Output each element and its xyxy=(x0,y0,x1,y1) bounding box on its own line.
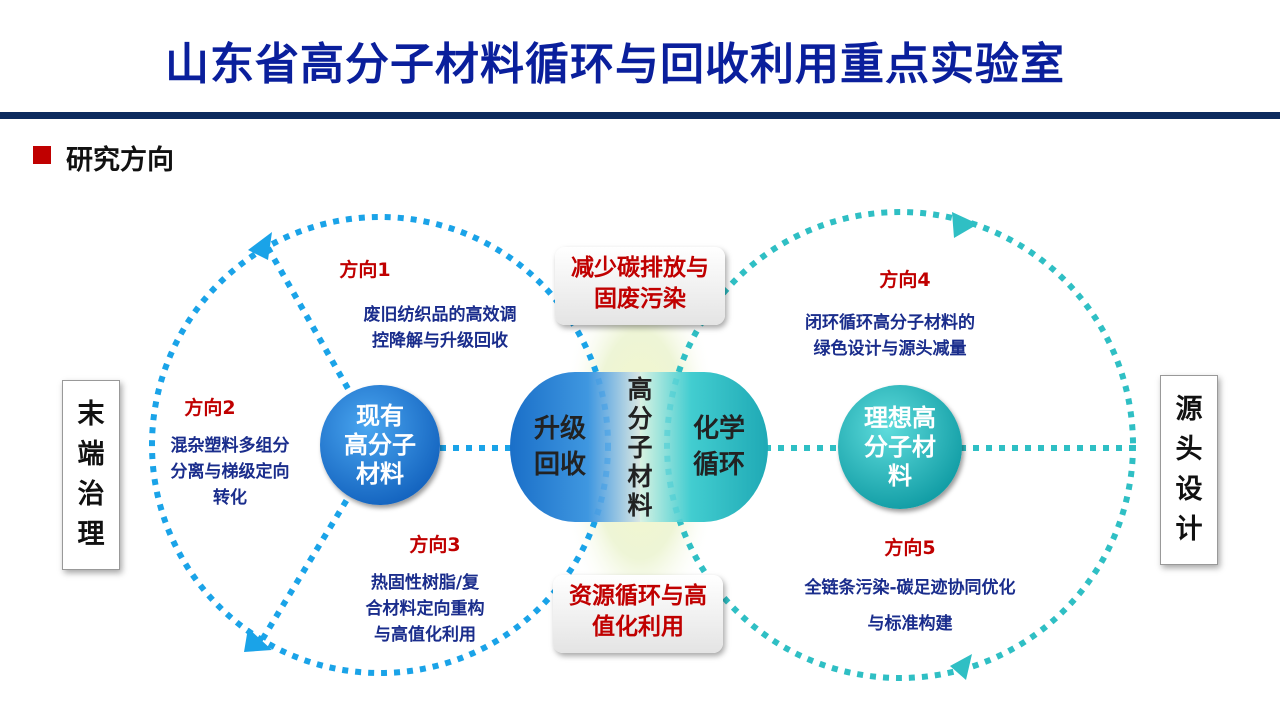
char: 材 xyxy=(627,462,653,491)
node-upgrade-recycling: 升级回收 xyxy=(510,372,640,522)
node-ideal-polymer: 理想高分子材料 xyxy=(838,385,962,509)
node-text: 材料 xyxy=(356,459,404,488)
node-text: 料 xyxy=(888,461,912,490)
desc-line: 转化 xyxy=(213,488,247,508)
center-polymer-label: 高分子材料 xyxy=(620,375,660,520)
desc-line: 与标准构建 xyxy=(867,614,953,634)
direction-5-label: 方向5 xyxy=(884,537,936,559)
desc-line: 废旧纺织品的高效调 xyxy=(363,305,517,325)
box-text: 固废污染 xyxy=(594,286,686,312)
direction-5-desc: 全链条污染-碳足迹协同优化与标准构建 xyxy=(770,570,1050,642)
end-governance-label: 末端治理 xyxy=(62,380,120,570)
char: 计 xyxy=(1175,514,1203,545)
box-text: 值化利用 xyxy=(592,614,684,640)
char: 子 xyxy=(627,433,653,462)
char: 设 xyxy=(1175,474,1203,505)
box-text: 减少碳排放与 xyxy=(571,255,709,281)
node-text: 理想高 xyxy=(864,403,936,432)
node-text: 现有 xyxy=(356,401,404,430)
direction-1-label: 方向1 xyxy=(339,259,391,281)
char: 高 xyxy=(627,375,653,404)
char: 治 xyxy=(77,479,105,510)
arrow-icon xyxy=(952,212,978,238)
node-existing-polymer: 现有高分子材料 xyxy=(320,385,440,505)
char: 料 xyxy=(627,491,653,520)
node-text: 高分子 xyxy=(344,430,416,459)
bullet-square-icon xyxy=(33,146,51,164)
direction-4-label: 方向4 xyxy=(879,269,931,291)
box-text: 资源循环与高 xyxy=(569,583,707,609)
desc-line: 与高值化利用 xyxy=(374,625,476,645)
direction-2-desc: 混杂塑料多组分分离与梯级定向转化 xyxy=(150,433,310,511)
direction-3-desc: 热固性树脂/复合材料定向重构与高值化利用 xyxy=(345,570,505,648)
direction-1-desc: 废旧纺织品的高效调控降解与升级回收 xyxy=(330,302,550,354)
char: 分 xyxy=(627,404,653,433)
desc-line: 混杂塑料多组分 xyxy=(170,436,290,456)
char: 头 xyxy=(1175,434,1203,465)
goal-resource-cycle: 资源循环与高值化利用 xyxy=(553,575,723,653)
node-text: 回收 xyxy=(533,450,586,480)
char: 理 xyxy=(77,519,105,550)
title-divider xyxy=(0,112,1280,119)
node-text: 化学 xyxy=(692,414,745,444)
direction-4-desc: 闭环循环高分子材料的绿色设计与源头减量 xyxy=(770,310,1010,362)
section-heading: 研究方向 xyxy=(66,145,174,176)
char: 端 xyxy=(77,439,105,470)
arrow-icon xyxy=(244,628,272,652)
arrow-icon xyxy=(950,654,972,680)
char: 末 xyxy=(77,399,105,430)
direction-3-label: 方向3 xyxy=(409,534,461,556)
desc-line: 闭环循环高分子材料的 xyxy=(805,313,975,333)
node-text: 分子材 xyxy=(864,432,936,461)
node-text: 循环 xyxy=(692,450,745,480)
desc-line: 分离与梯级定向 xyxy=(170,462,290,482)
direction-2-label: 方向2 xyxy=(184,397,236,419)
desc-line: 绿色设计与源头减量 xyxy=(813,339,967,359)
node-text: 升级 xyxy=(533,414,586,444)
char: 源 xyxy=(1175,394,1203,425)
desc-line: 热固性树脂/复 xyxy=(370,573,480,593)
arrow-icon xyxy=(248,232,272,260)
node-chemical-cycle: 化学循环 xyxy=(640,372,768,522)
desc-line: 控降解与升级回收 xyxy=(372,331,508,351)
desc-line: 全链条污染-碳足迹协同优化 xyxy=(804,578,1016,598)
page-title: 山东省高分子材料循环与回收利用重点实验室 xyxy=(165,39,1065,90)
source-design-label: 源头设计 xyxy=(1160,375,1218,565)
desc-line: 合材料定向重构 xyxy=(365,599,485,619)
goal-reduce-emissions: 减少碳排放与固废污染 xyxy=(555,247,725,325)
